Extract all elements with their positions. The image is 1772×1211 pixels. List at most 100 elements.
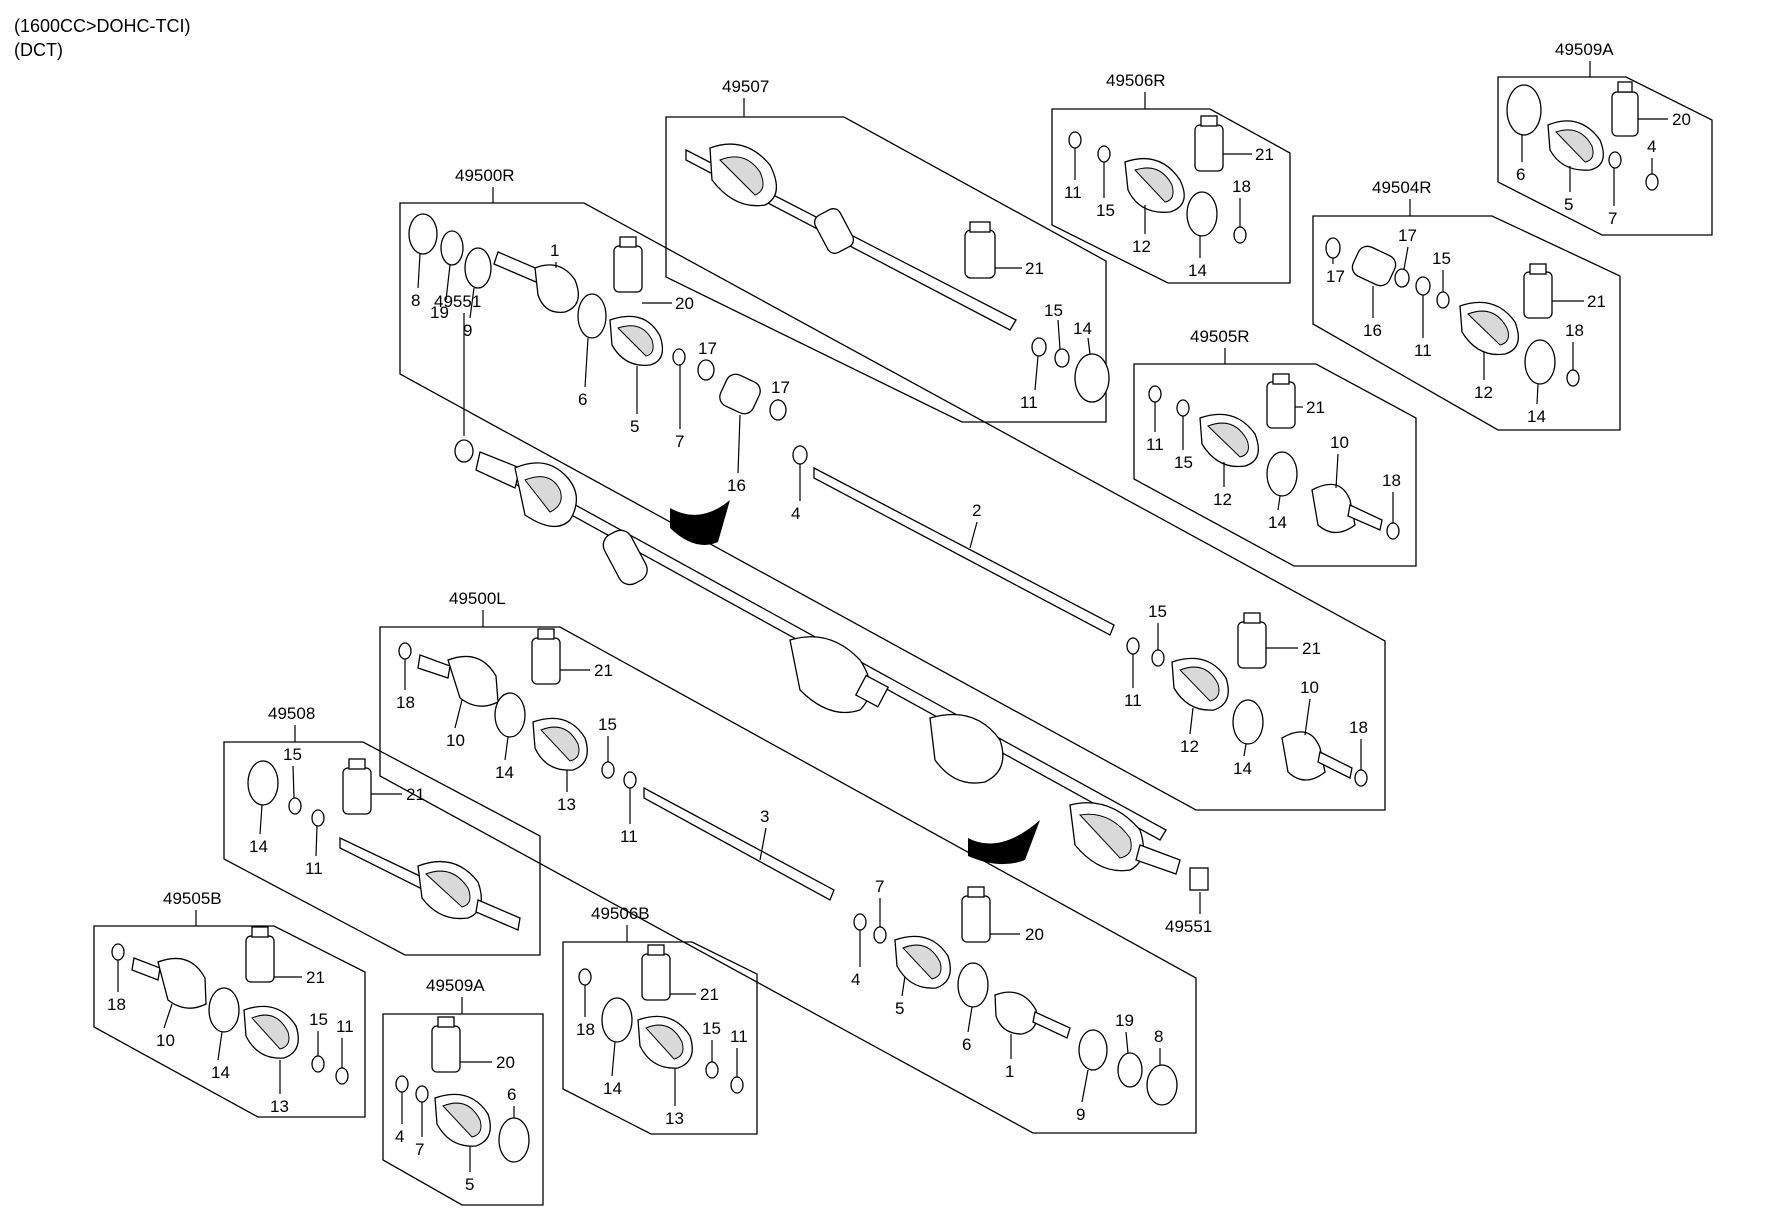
label-49509A-top-6: 6	[1516, 165, 1525, 184]
label-49504R-17b: 17	[1398, 226, 1417, 245]
label-49509A-top-20: 20	[1672, 110, 1691, 129]
assembly-49509A-bottom: 49509A	[426, 976, 485, 995]
group-49509A-top-parts	[1506, 81, 1659, 191]
label-49508-14: 14	[249, 837, 268, 856]
label-49509A-top-4: 4	[1647, 137, 1656, 156]
label-49500L-5: 5	[895, 999, 904, 1018]
label-49500L-14: 14	[495, 763, 514, 782]
label-49504R-18: 18	[1565, 321, 1584, 340]
box-49500R	[399, 202, 1386, 811]
box-49509A-bottom	[382, 1013, 544, 1206]
assembly-49505R: 49505R	[1190, 327, 1250, 346]
label-49505B-11: 11	[336, 1017, 354, 1036]
box-49505R	[1133, 363, 1417, 567]
label-49500R-1: 1	[550, 241, 559, 260]
label-49506B-14: 14	[603, 1079, 622, 1098]
group-49508-parts	[247, 758, 521, 931]
label-49500R-14: 14	[1233, 759, 1252, 778]
label-49500R-16: 16	[727, 476, 746, 495]
label-49500R-12: 12	[1180, 737, 1199, 756]
label-49509A-bottom-20: 20	[496, 1053, 515, 1072]
label-49509A-bottom-7: 7	[415, 1140, 424, 1159]
label-49500L-6: 6	[962, 1035, 971, 1054]
label-49505R-10: 10	[1330, 433, 1349, 452]
group-49506B-parts	[578, 944, 744, 1094]
assembly-49551-bottom: 49551	[1165, 917, 1212, 936]
group-49509A-bottom-parts	[395, 1016, 530, 1163]
assembly-49505B: 49505B	[163, 889, 222, 908]
label-49500R-9: 9	[463, 321, 472, 340]
label-49506R-12: 12	[1132, 237, 1151, 256]
label-49505R-21: 21	[1306, 398, 1325, 417]
label-49506R-15: 15	[1096, 201, 1115, 220]
label-49505B-10: 10	[156, 1031, 175, 1050]
label-49500R-6: 6	[578, 390, 587, 409]
label-49504R-16: 16	[1363, 321, 1382, 340]
label-49506R-21: 21	[1255, 145, 1274, 164]
main-driveshaft	[454, 439, 1209, 891]
label-49505B-15: 15	[309, 1010, 328, 1029]
label-49500L-19: 19	[1115, 1011, 1134, 1030]
assembly-49500R: 49500R	[455, 166, 515, 185]
label-49500R-8: 8	[411, 291, 420, 310]
label-49509A-bottom-5: 5	[465, 1175, 474, 1194]
label-49500L-11: 11	[620, 827, 638, 846]
label-49500R-21: 21	[1302, 639, 1321, 658]
label-49506R-11: 11	[1064, 183, 1082, 202]
label-49509A-top-5: 5	[1564, 195, 1573, 214]
label-49500R-20: 20	[675, 294, 694, 313]
label-49500L-1: 1	[1005, 1062, 1014, 1081]
damper-top	[602, 529, 648, 586]
label-49505B-18: 18	[107, 995, 126, 1014]
assembly-49509A-top: 49509A	[1555, 40, 1614, 59]
label-49505R-12: 12	[1213, 490, 1232, 509]
label-49500R-2: 2	[972, 501, 981, 520]
label-49500R-4: 4	[791, 504, 800, 523]
label-49506B-15: 15	[702, 1019, 721, 1038]
label-49500R-17a: 17	[698, 339, 717, 358]
label-49509A-bottom-6: 6	[507, 1085, 516, 1104]
label-49500R-7: 7	[675, 432, 684, 451]
box-49508	[223, 741, 541, 956]
group-49500L-parts	[398, 628, 1178, 1106]
label-49504R-14: 14	[1527, 407, 1546, 426]
assembly-49506R: 49506R	[1106, 71, 1166, 90]
assembly-49508: 49508	[268, 704, 315, 723]
label-49509A-bottom-4: 4	[395, 1127, 404, 1146]
label-49509A-top-7: 7	[1608, 209, 1617, 228]
assembly-49506B: 49506B	[591, 904, 650, 923]
label-49506B-21: 21	[700, 985, 719, 1004]
group-49505R-parts	[1148, 373, 1400, 540]
label-49506B-13: 13	[665, 1109, 684, 1128]
assembly-49504R: 49504R	[1372, 178, 1432, 197]
label-49505R-15: 15	[1174, 453, 1193, 472]
engine-spec-line1: (1600CC>DOHC-TCI)	[14, 16, 191, 36]
label-49507-14: 14	[1073, 319, 1092, 338]
label-49500L-20: 20	[1025, 925, 1044, 944]
label-49508-11: 11	[305, 859, 323, 878]
box-49506R	[1051, 108, 1291, 284]
middle-joint	[929, 713, 1004, 784]
label-49500L-15: 15	[598, 715, 617, 734]
group-49507-parts	[685, 143, 1110, 403]
box-49505B	[93, 925, 366, 1118]
label-49505B-14: 14	[211, 1063, 230, 1082]
label-49505R-14: 14	[1268, 513, 1287, 532]
label-49500L-10: 10	[446, 731, 465, 750]
label-49500R-15: 15	[1148, 602, 1167, 621]
label-49500L-18: 18	[396, 693, 415, 712]
label-49504R-21: 21	[1587, 292, 1606, 311]
hub-nut-top	[454, 439, 474, 463]
label-49500R-5: 5	[630, 417, 639, 436]
label-49500L-21: 21	[594, 661, 613, 680]
label-49508-21: 21	[406, 785, 425, 804]
group-49504R-parts	[1325, 237, 1580, 387]
label-49500L-9: 9	[1076, 1105, 1085, 1124]
box-49509A-top	[1497, 76, 1713, 236]
box-49500L	[379, 626, 1197, 1134]
label-49504R-12: 12	[1474, 383, 1493, 402]
label-49506B-11: 11	[730, 1027, 748, 1046]
label-49507-21: 21	[1025, 259, 1044, 278]
label-49500R-17b: 17	[771, 378, 790, 397]
